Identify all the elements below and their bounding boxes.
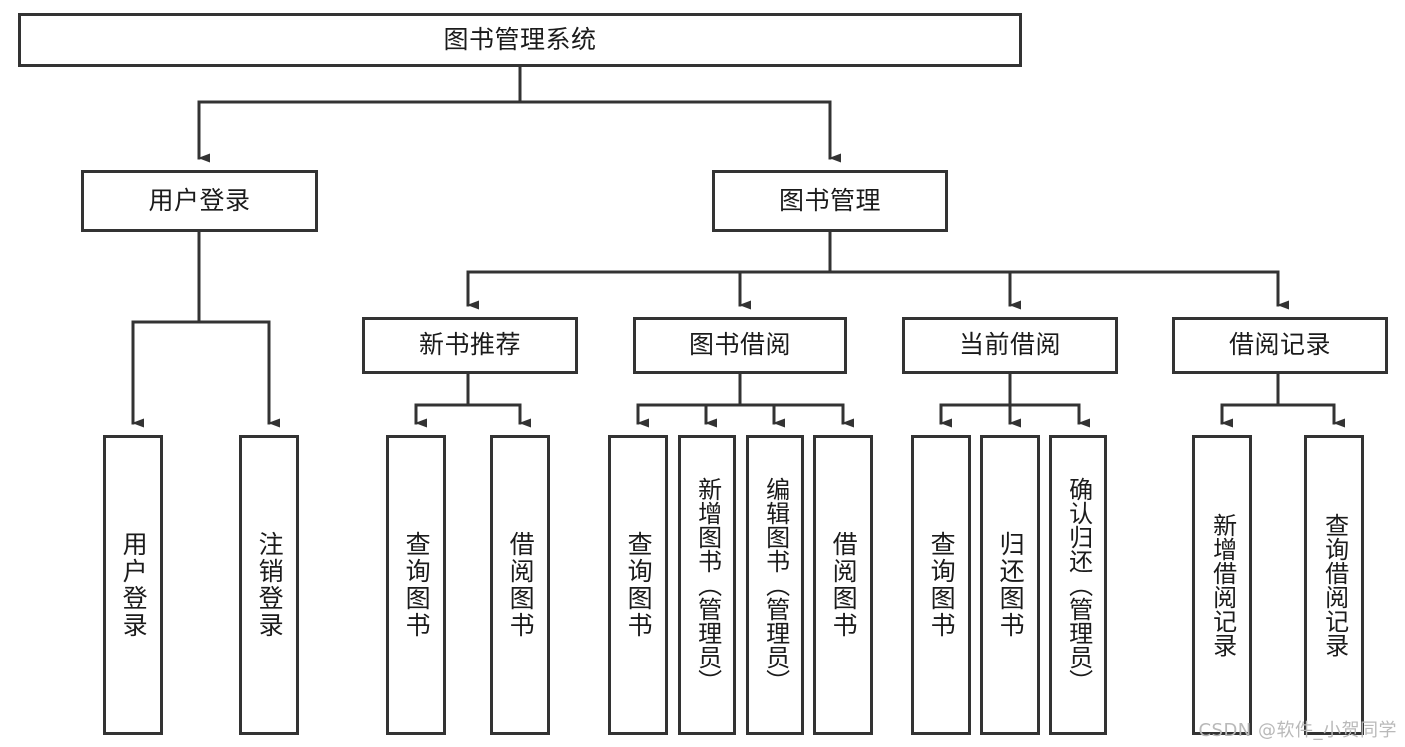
leaf-book-borrow-query-book[interactable]: 查询图书	[608, 435, 668, 735]
leaf-current-borrow-confirm-return-admin[interactable]: 确认归还（管理员）	[1049, 435, 1107, 735]
node-label: 借阅图书	[829, 531, 859, 639]
node-label: 新增图书（管理员）	[693, 477, 722, 693]
leaf-borrow-records-add-record[interactable]: 新增借阅记录	[1192, 435, 1252, 735]
node-label: 查询图书	[624, 531, 654, 639]
leaf-current-borrow-return-book[interactable]: 归还图书	[980, 435, 1040, 735]
node-label: 查询图书	[402, 531, 432, 639]
node-label: 图书借阅	[688, 330, 791, 360]
leaf-book-borrow-borrow-book[interactable]: 借阅图书	[813, 435, 873, 735]
node-book-borrow[interactable]: 图书借阅	[633, 317, 847, 374]
csdn-watermark: CSDN @软件_小贺同学	[1198, 720, 1397, 741]
leaf-book-borrow-edit-book-admin[interactable]: 编辑图书（管理员）	[746, 435, 804, 735]
leaf-borrow-records-query-record[interactable]: 查询借阅记录	[1304, 435, 1364, 735]
leaf-user-login-logout[interactable]: 注销登录	[239, 435, 299, 735]
node-label: 确认归还（管理员）	[1064, 477, 1093, 693]
node-label: 用户登录	[148, 185, 251, 215]
leaf-book-borrow-add-book-admin[interactable]: 新增图书（管理员）	[678, 435, 736, 735]
leaf-new-book-borrow-book[interactable]: 借阅图书	[490, 435, 550, 735]
node-user-login[interactable]: 用户登录	[81, 170, 318, 232]
node-label: 借阅图书	[506, 531, 536, 639]
node-label: 查询图书	[927, 531, 957, 639]
leaf-user-login-login[interactable]: 用户登录	[103, 435, 163, 735]
node-label: 新增借阅记录	[1208, 513, 1237, 657]
node-label: 图书管理系统	[443, 24, 597, 54]
node-current-borrow[interactable]: 当前借阅	[902, 317, 1118, 374]
node-book-management[interactable]: 图书管理	[712, 170, 948, 232]
node-label: 注销登录	[255, 531, 285, 639]
node-label: 借阅记录	[1228, 330, 1331, 360]
node-borrow-records[interactable]: 借阅记录	[1172, 317, 1388, 374]
node-label: 归还图书	[996, 531, 1026, 639]
node-label: 编辑图书（管理员）	[761, 477, 790, 693]
node-label: 新书推荐	[418, 330, 521, 360]
node-label: 用户登录	[119, 531, 149, 639]
node-root-book-management-system[interactable]: 图书管理系统	[18, 13, 1022, 67]
node-label: 当前借阅	[958, 330, 1061, 360]
node-label: 查询借阅记录	[1320, 513, 1349, 657]
leaf-current-borrow-query-book[interactable]: 查询图书	[911, 435, 971, 735]
node-new-book-recommend[interactable]: 新书推荐	[362, 317, 578, 374]
node-label: 图书管理	[778, 185, 881, 215]
leaf-new-book-query-book[interactable]: 查询图书	[386, 435, 446, 735]
